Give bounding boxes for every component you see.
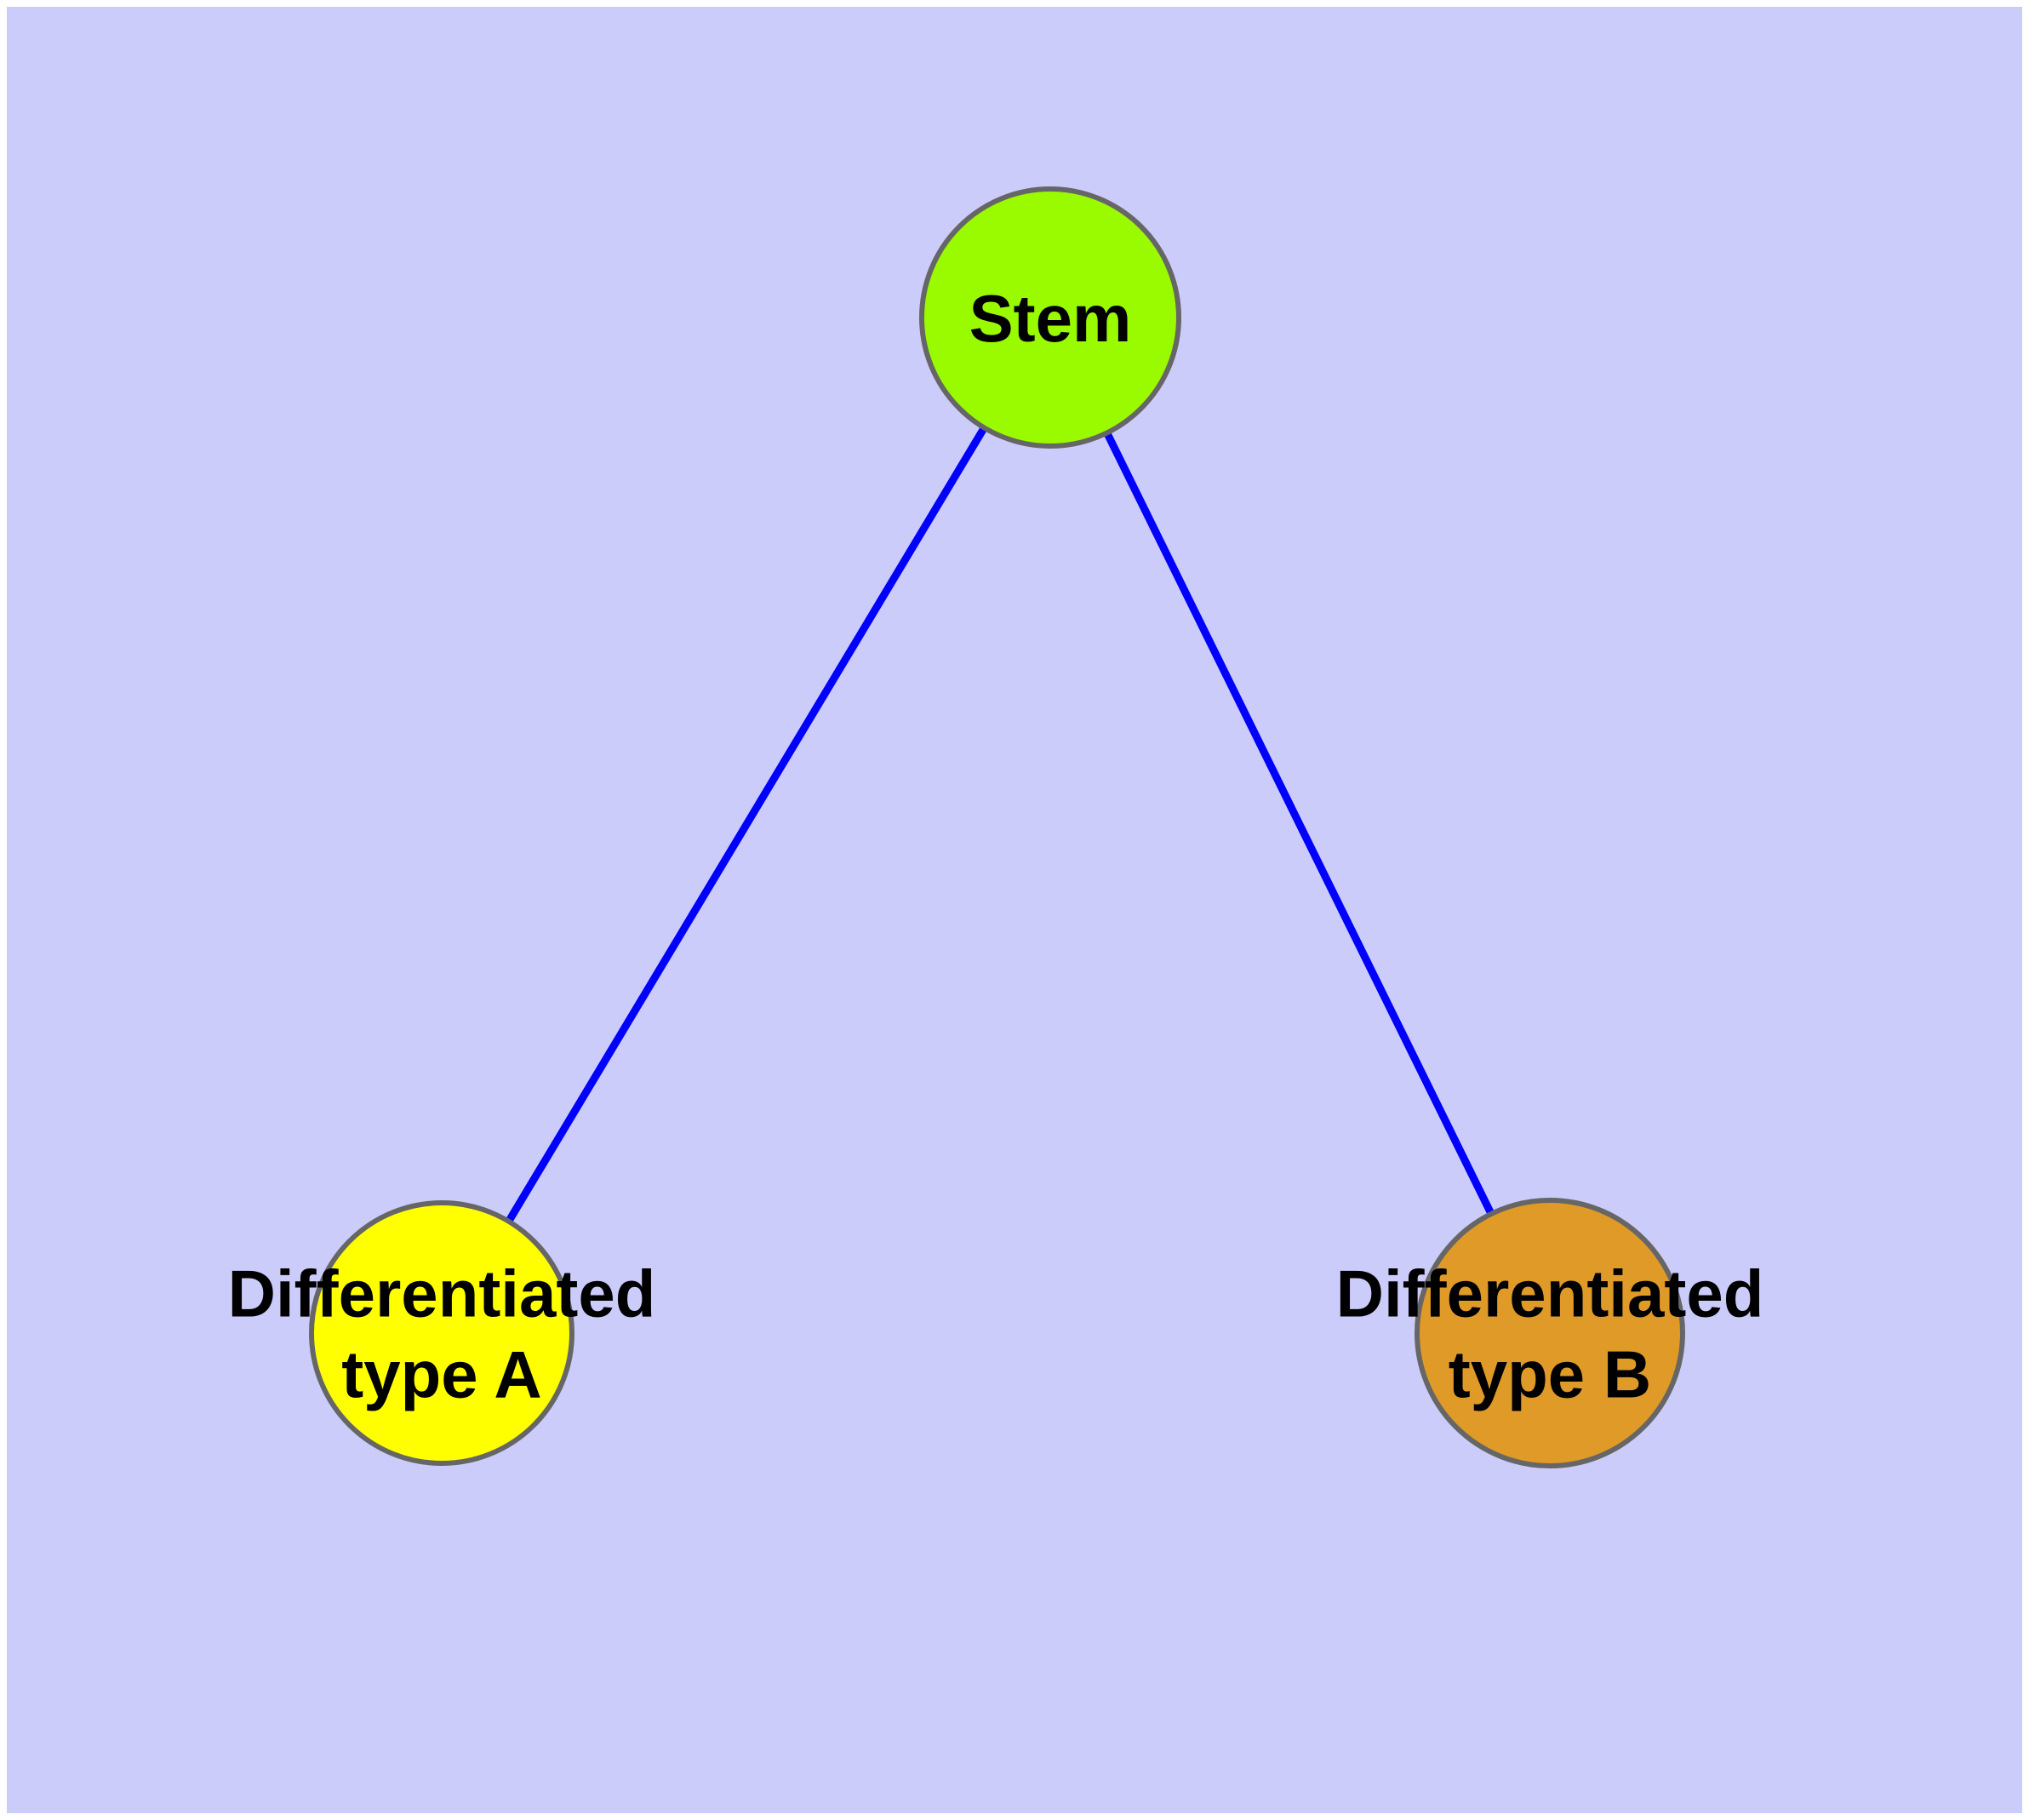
edge-stem-to-differentiated-type-b[interactable]	[1103, 431, 1495, 1216]
cell-differentiation-graph: Stem Differentiated type A Differentiate…	[228, 186, 1764, 1468]
node-differentiated-type-a[interactable]	[309, 1200, 574, 1466]
node-stem-circle[interactable]	[919, 186, 1181, 449]
node-differentiated-type-a-label-line2: type A	[341, 1337, 542, 1412]
node-differentiated-type-a-circle[interactable]	[309, 1200, 574, 1466]
edge-stem-to-differentiated-type-a[interactable]	[505, 426, 988, 1224]
node-differentiated-type-b-circle[interactable]	[1415, 1198, 1685, 1468]
diagram-plot-area: Stem Differentiated type A Differentiate…	[7, 7, 2022, 1813]
node-stem-label: Stem	[969, 281, 1132, 356]
label-layer: Stem Differentiated type A Differentiate…	[228, 281, 1764, 1412]
node-stem[interactable]	[919, 186, 1181, 449]
node-differentiated-type-a-label-line1: Differentiated	[228, 1256, 656, 1331]
node-differentiated-type-b-label-line2: type B	[1449, 1337, 1651, 1412]
edge-layer	[505, 426, 1495, 1224]
node-differentiated-type-b[interactable]	[1415, 1198, 1685, 1468]
node-differentiated-type-b-label-line1: Differentiated	[1336, 1256, 1764, 1331]
node-layer	[309, 186, 1685, 1468]
